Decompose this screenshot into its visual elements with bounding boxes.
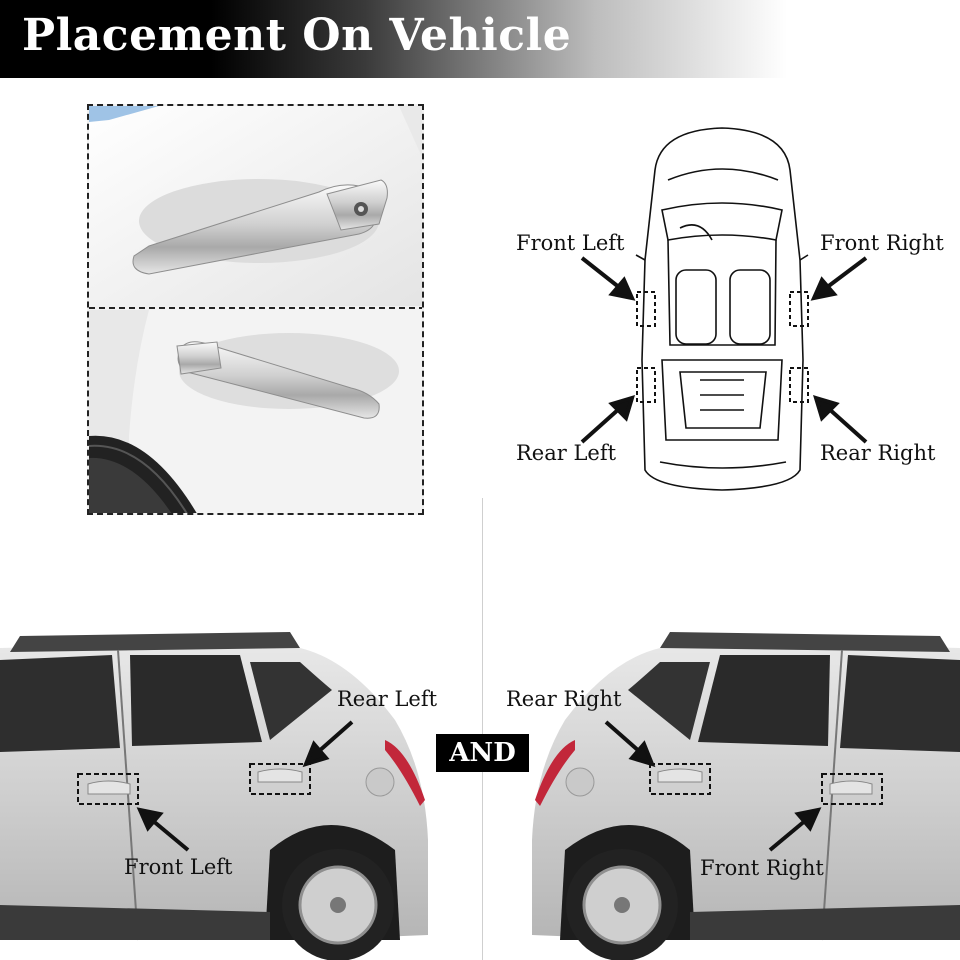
label-rear-left-side: Rear Left [337, 687, 438, 711]
label-front-left-side: Front Left [124, 855, 233, 879]
page-title: Placement On Vehicle [22, 10, 572, 61]
center-divider [482, 498, 483, 960]
label-front-right-top: Front Right [820, 231, 944, 255]
label-rear-right-side: Rear Right [506, 687, 622, 711]
right-side-car [532, 632, 960, 960]
door-handle-photo [87, 104, 424, 515]
label-front-right-side: Front Right [700, 856, 824, 880]
and-badge: AND [436, 734, 529, 772]
door-handle-illustration [89, 106, 422, 513]
label-front-left-top: Front Left [516, 231, 625, 255]
left-side-car [0, 632, 428, 960]
title-banner: Placement On Vehicle [0, 0, 960, 78]
label-rear-left-top: Rear Left [516, 441, 617, 465]
label-rear-right-top: Rear Right [820, 441, 936, 465]
